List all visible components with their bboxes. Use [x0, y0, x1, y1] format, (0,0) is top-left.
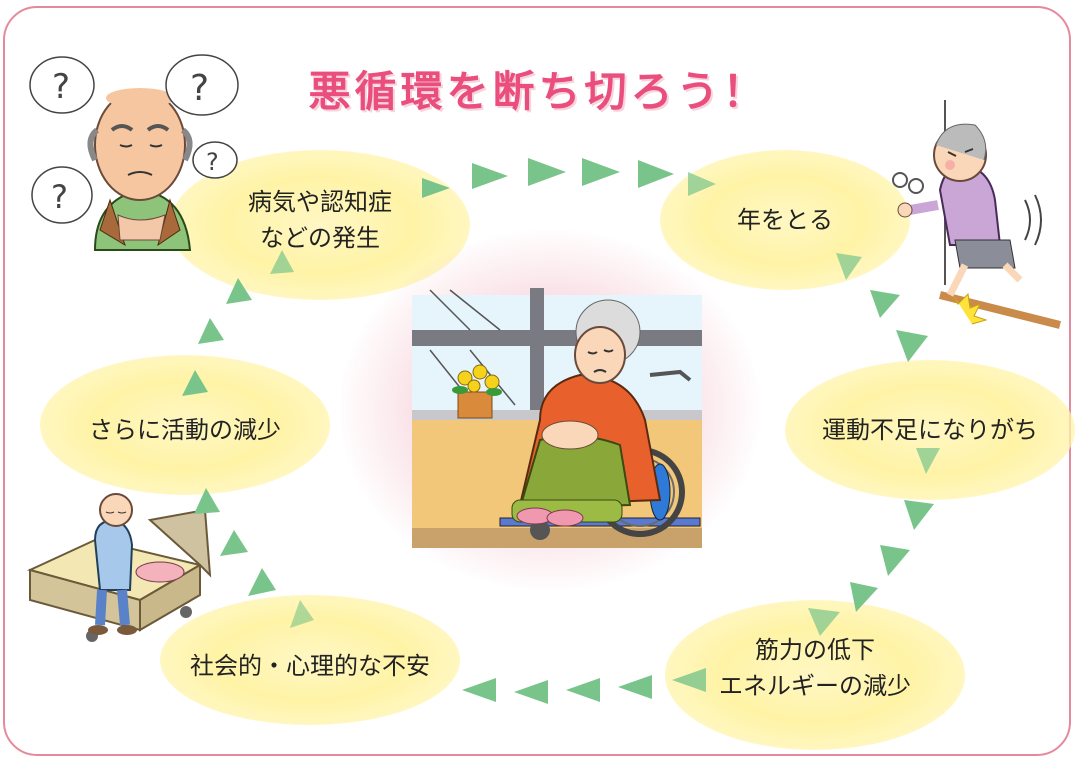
- arrow-up: [270, 250, 294, 274]
- bed-man-illustration: [27, 493, 212, 642]
- bubble-lack-exercise: [785, 360, 1075, 500]
- arrow-left: [566, 678, 600, 702]
- tripping-woman-illustration: [892, 100, 1061, 329]
- bubble-less-activity: [40, 355, 330, 495]
- label-muscle: 筋力の低下 エネルギーの減少: [690, 632, 940, 704]
- arrow-up: [220, 530, 248, 556]
- arrow-left: [514, 680, 548, 704]
- arrow-up: [194, 488, 220, 514]
- arrow-right: [472, 163, 508, 189]
- center-scene: [412, 288, 702, 548]
- arrow-down: [870, 290, 900, 318]
- arrow-right: [422, 178, 450, 198]
- label-disease-line2: などの発生: [260, 224, 380, 252]
- arrow-down: [808, 608, 840, 636]
- arrow-down: [850, 582, 878, 612]
- cycle-arrows: [182, 158, 940, 704]
- arrow-left: [462, 678, 496, 702]
- arrow-down: [896, 330, 928, 362]
- label-disease: 病気や認知症 などの発生: [210, 184, 430, 256]
- arrow-left: [672, 668, 706, 692]
- arrow-up: [248, 568, 276, 596]
- arrow-up: [226, 278, 252, 304]
- question-mark-icon: ?: [52, 67, 70, 107]
- label-muscle-line2: エネルギーの減少: [719, 672, 911, 700]
- arrow-up: [198, 318, 224, 344]
- arrow-down: [904, 500, 934, 530]
- bubble-muscle: [665, 600, 965, 750]
- arrow-right: [528, 158, 566, 186]
- question-bubble-2: ?: [165, 54, 239, 116]
- arrow-right: [688, 172, 716, 196]
- label-disease-line1: 病気や認知症: [248, 188, 392, 216]
- arrow-up: [290, 600, 314, 628]
- label-less-activity: さらに活動の減少: [89, 416, 281, 444]
- arrow-down: [836, 253, 862, 280]
- question-mark-icon: ?: [206, 148, 219, 176]
- question-mark-icon: ?: [190, 68, 209, 109]
- label-anxiety: 社会的・心理的な不安: [190, 652, 430, 680]
- arrow-left: [618, 675, 652, 699]
- label-aging: 年をとる: [737, 206, 833, 234]
- arrow-right: [582, 158, 620, 186]
- diagram-title: 悪循環を断ち切ろう！: [308, 67, 769, 116]
- question-mark-icon: ?: [51, 178, 68, 216]
- bubble-aging: [660, 150, 910, 290]
- arrow-down: [916, 448, 940, 474]
- arrow-up: [182, 370, 208, 396]
- label-lack-exercise: 運動不足になりがち: [822, 416, 1038, 444]
- arrow-down: [880, 545, 910, 576]
- confused-man-illustration: [87, 88, 193, 251]
- label-muscle-line1: 筋力の低下: [755, 636, 875, 664]
- question-bubble-3: ?: [192, 141, 238, 179]
- question-bubble-1: ?: [29, 56, 95, 114]
- question-bubble-4: ?: [31, 166, 93, 224]
- rounded-frame: [3, 6, 1071, 756]
- arrow-right: [638, 160, 674, 188]
